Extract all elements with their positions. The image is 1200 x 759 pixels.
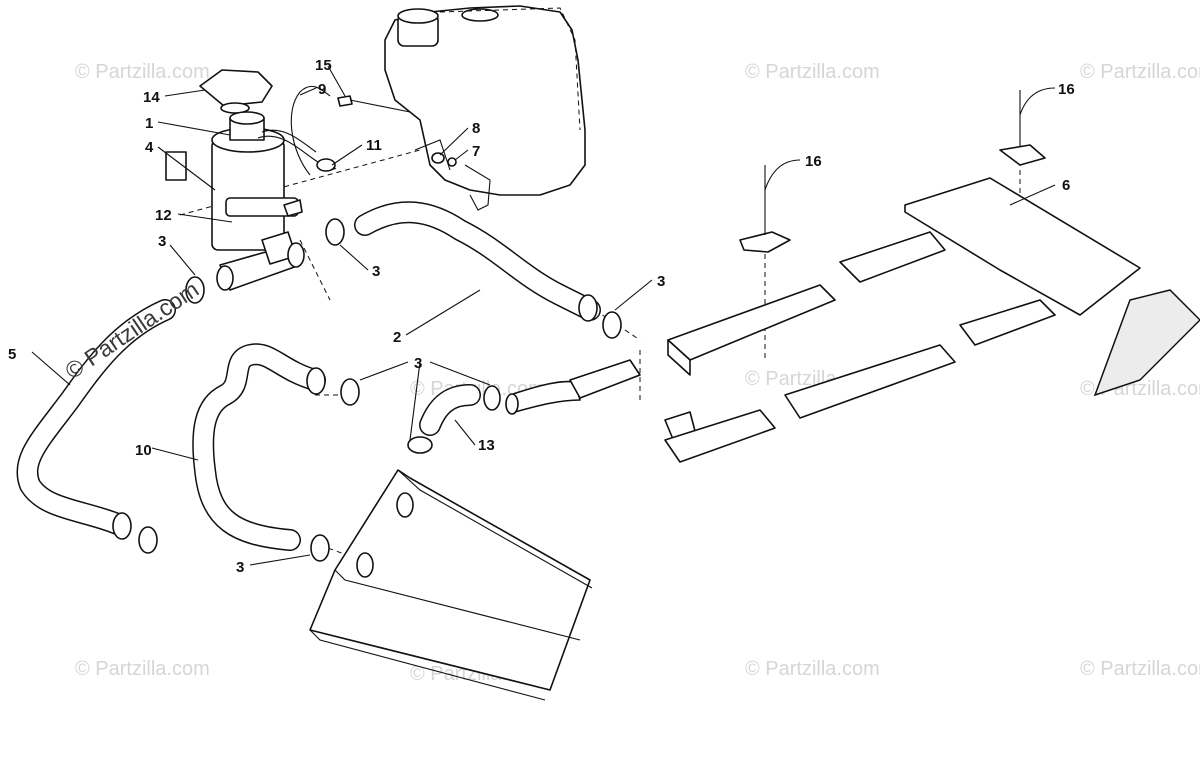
tank-fasteners [337, 95, 457, 167]
front-heat-exchanger [309, 469, 593, 701]
watermark-text: © Partzilla.com [75, 61, 210, 83]
callout-16: 16 [805, 153, 822, 170]
callout-16: 16 [1058, 81, 1075, 98]
coolant-tank [384, 5, 586, 211]
tunnel-heat-exchangers [569, 231, 1056, 463]
callout-1: 1 [145, 115, 153, 132]
callout-9: 9 [318, 81, 326, 98]
hose-13 [419, 384, 481, 436]
overflow-hose [290, 85, 336, 176]
callout-8: 8 [472, 120, 480, 137]
hose-5 [16, 299, 176, 540]
watermark-text: © Partzilla.com [75, 658, 210, 680]
watermark-text: © Partzilla.com [1080, 658, 1200, 680]
radiator-cap [199, 69, 273, 114]
callout-15: 15 [315, 57, 332, 74]
decal-label [165, 151, 187, 181]
callout-3: 3 [372, 263, 380, 280]
callout-3: 3 [414, 355, 422, 372]
watermark-brand: © Partzilla.com [60, 276, 203, 384]
callout-6: 6 [1062, 177, 1070, 194]
callout-10: 10 [135, 442, 152, 459]
callout-5: 5 [8, 346, 16, 363]
tee-fitting [216, 231, 305, 291]
callout-3: 3 [236, 559, 244, 576]
hose-10 [192, 343, 326, 551]
watermark-layer: © Partzilla.com © Partzilla.com © Partzi… [75, 61, 1200, 685]
callout-11: 11 [366, 137, 382, 154]
callout-2: 2 [393, 329, 401, 346]
rear-heat-exchanger-6 [904, 177, 1200, 397]
callout-4: 4 [145, 139, 154, 156]
rivets-brackets [739, 90, 1046, 253]
callout-14: 14 [143, 89, 160, 106]
watermark-text: © Partzilla.com [1080, 61, 1200, 83]
callout-3: 3 [158, 233, 166, 250]
watermark-text: © Partzilla.com [745, 658, 880, 680]
callout-3: 3 [657, 273, 665, 290]
hose-2 [354, 201, 601, 322]
callout-13: 13 [478, 437, 495, 454]
expansion-bottle [165, 111, 337, 251]
watermark-text: © Partzilla.com [745, 61, 880, 83]
callout-numbers: 14 1 4 12 3 3 15 9 11 8 7 5 10 2 3 13 3 … [8, 57, 1075, 576]
callout-7: 7 [472, 143, 480, 160]
hose-clamps [138, 218, 622, 562]
assembly-lines [179, 125, 1021, 561]
callout-12: 12 [155, 207, 172, 224]
leader-lines [31, 65, 1056, 566]
